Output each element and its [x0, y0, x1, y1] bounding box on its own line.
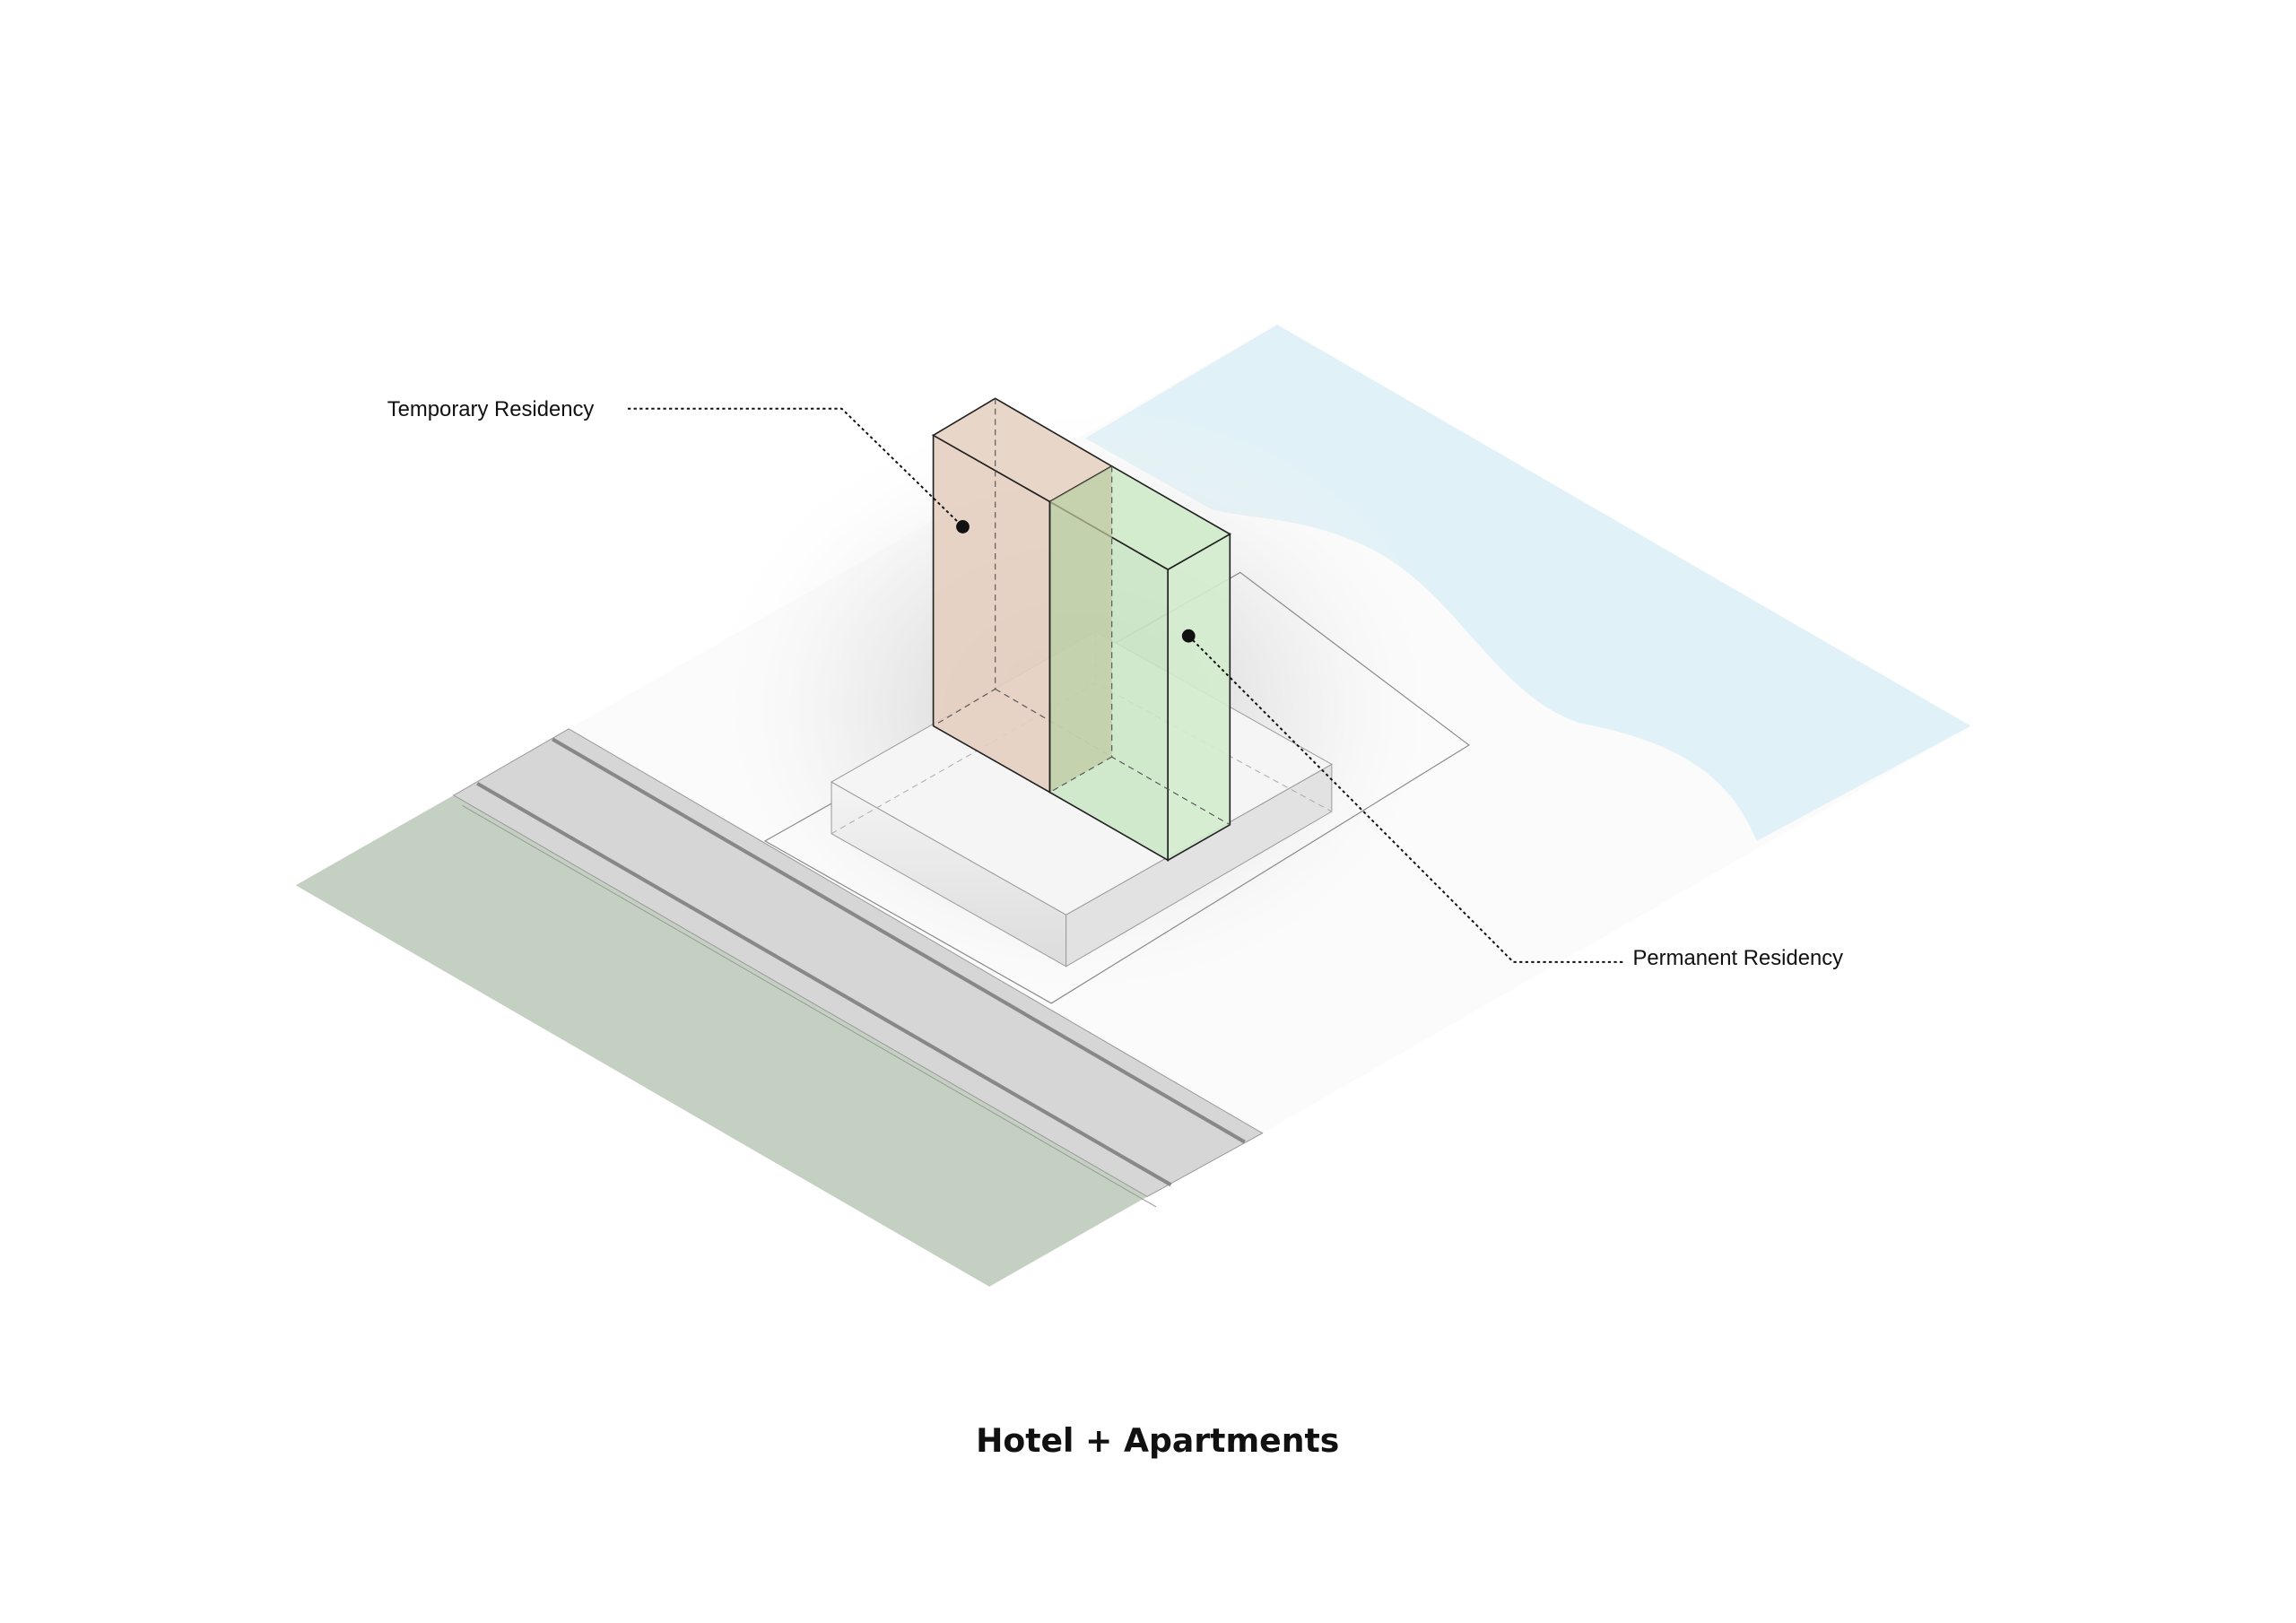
temporary-marker-dot [956, 520, 970, 534]
permanent-marker-dot [1181, 629, 1196, 643]
road-line [476, 781, 1172, 1187]
road-line [552, 737, 1246, 1144]
permanent-leader-line [1187, 635, 1624, 963]
permanent-residency-tower [1048, 465, 1231, 862]
temporary-leader-line [627, 407, 964, 528]
road-edge [462, 804, 1157, 1208]
green-field [295, 794, 1148, 1287]
permanent-residency-label: Permanent Residency [1633, 946, 1844, 970]
water-body [1085, 325, 1971, 841]
temporary-residency-label: Temporary Residency [387, 397, 595, 421]
diagram-title: Hotel + Apartments [976, 1421, 1339, 1460]
road [452, 728, 1264, 1198]
